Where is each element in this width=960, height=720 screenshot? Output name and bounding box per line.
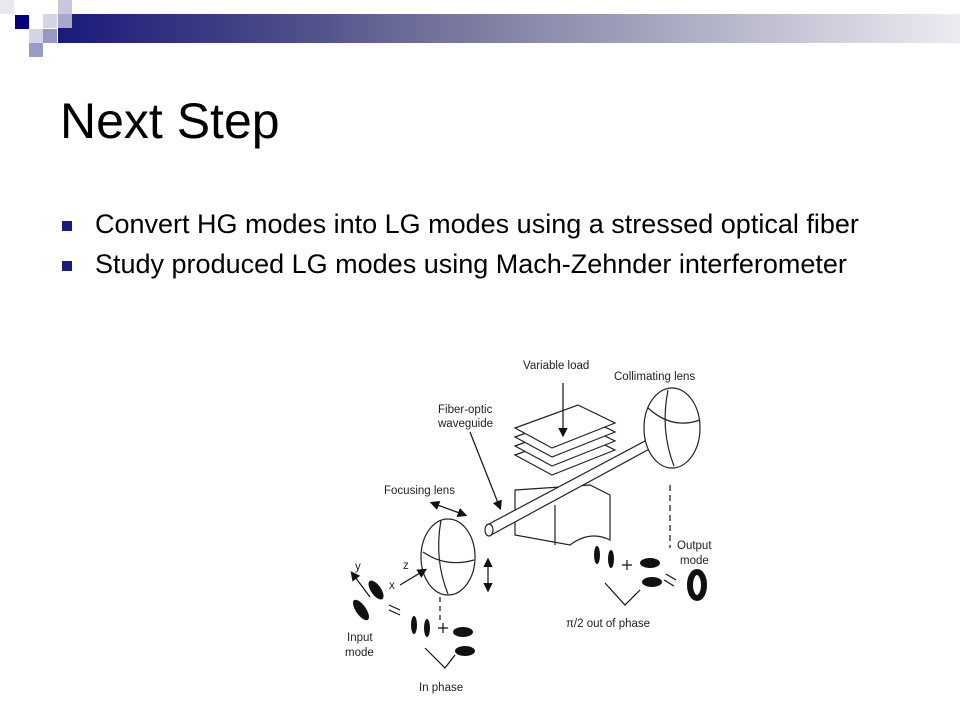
decor-square [43, 29, 57, 43]
decor-square [15, 15, 29, 29]
mode-blob [608, 550, 614, 568]
header-bar [58, 14, 960, 43]
mode-blob [453, 627, 473, 637]
label-collimating-lens: Collimating lens [614, 371, 695, 383]
label-variable-load: Variable load [523, 360, 589, 372]
bullet-item: Study produced LG modes using Mach-Zehnd… [62, 250, 902, 279]
bullet-item: Convert HG modes into LG modes using a s… [62, 210, 902, 239]
decor-square [29, 43, 43, 57]
collimating-lens [643, 387, 701, 469]
label-mode: mode [345, 647, 374, 659]
decor-square [29, 29, 43, 43]
bullet-list: Convert HG modes into LG modes using a s… [62, 210, 902, 290]
output-donut-mode [687, 569, 707, 601]
bullet-square-icon [62, 221, 72, 231]
label-out-of-phase: π/2 out of phase [566, 618, 650, 630]
mode-blob [424, 619, 430, 637]
mode-blob [594, 546, 600, 564]
label-fiber-optic: Fiber-optic [438, 404, 493, 416]
fiber-mode-converter-diagram: Variable load Collimating lens Fiber-opt… [345, 360, 712, 694]
mode-blob [640, 558, 660, 568]
label-axis-x: x [389, 580, 395, 592]
fiber-end [484, 523, 494, 537]
load-plate [513, 404, 617, 449]
decor-square [58, 0, 72, 14]
slide-title: Next Step [60, 93, 280, 149]
bullet-text: Convert HG modes into LG modes using a s… [95, 209, 859, 239]
label-waveguide: waveguide [437, 418, 493, 430]
mode-blob [368, 580, 384, 600]
bullet-square-icon [62, 261, 72, 271]
mode-blob [411, 616, 417, 634]
mode-blob [642, 577, 662, 587]
decor-square [0, 0, 14, 14]
mode-blob [352, 599, 370, 621]
mode-blob [455, 646, 475, 656]
label-input: Input [347, 632, 373, 644]
label-output-mode: mode [680, 555, 709, 567]
label-axis-y: y [355, 561, 361, 573]
decor-square [58, 14, 72, 28]
label-in-phase: In phase [419, 682, 463, 694]
bullet-text: Study produced LG modes using Mach-Zehnd… [95, 249, 847, 279]
label-focusing-lens: Focusing lens [384, 485, 455, 497]
label-output: Output [677, 540, 712, 552]
label-axis-z: z [403, 560, 409, 572]
decor-square [43, 14, 57, 28]
